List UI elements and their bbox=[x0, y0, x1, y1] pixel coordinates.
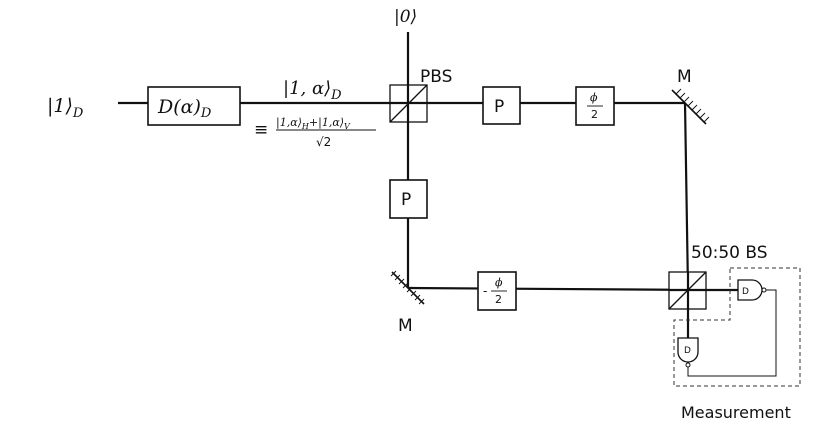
displacement-box bbox=[147, 86, 241, 126]
mirror-top-right-label: M bbox=[677, 67, 692, 87]
mirror-top-right bbox=[671, 88, 710, 125]
phase-box-top bbox=[482, 86, 521, 125]
beam-paths bbox=[118, 32, 745, 345]
mirror-bottom-left bbox=[390, 270, 425, 305]
detector-a-label: D bbox=[742, 287, 749, 297]
vacuum-state-label: |0⟩ bbox=[394, 7, 417, 27]
phase-box-top-label: P bbox=[494, 97, 504, 117]
equivalence-sign: ≡ bbox=[254, 120, 268, 140]
phase-box-left bbox=[389, 179, 428, 219]
detector-a bbox=[737, 279, 767, 301]
fraction-numerator: |1,α⟩H+|1,α⟩V bbox=[276, 116, 351, 131]
mirror-bottom-left-label: M bbox=[398, 316, 413, 336]
detector-b-label: D bbox=[684, 346, 691, 356]
phi-top-denominator: 2 bbox=[591, 108, 598, 121]
right-beam bbox=[683, 102, 690, 291]
phi-bottom-numerator: ϕ bbox=[495, 276, 503, 289]
measurement-boundary bbox=[673, 267, 801, 387]
input-state-label: |1⟩D bbox=[47, 95, 84, 121]
detector-wiring bbox=[687, 289, 777, 377]
bs-label: 50:50 BS bbox=[691, 243, 768, 263]
beam-state-label: |1, α⟩D bbox=[283, 78, 342, 103]
pbs-label: PBS bbox=[420, 67, 452, 87]
displacement-label: D(α)D bbox=[157, 96, 212, 121]
phi-bottom-sign: - bbox=[483, 284, 487, 298]
pbs-cube bbox=[389, 84, 428, 123]
fraction-denominator: √2 bbox=[316, 135, 331, 149]
measurement-label: Measurement bbox=[681, 403, 791, 422]
bs-cube bbox=[668, 271, 707, 310]
phi-bottom-denominator: 2 bbox=[495, 293, 502, 306]
bottom-beam bbox=[407, 286, 708, 292]
phi-top-numerator: ϕ bbox=[590, 91, 598, 104]
phase-box-left-label: P bbox=[401, 190, 411, 210]
